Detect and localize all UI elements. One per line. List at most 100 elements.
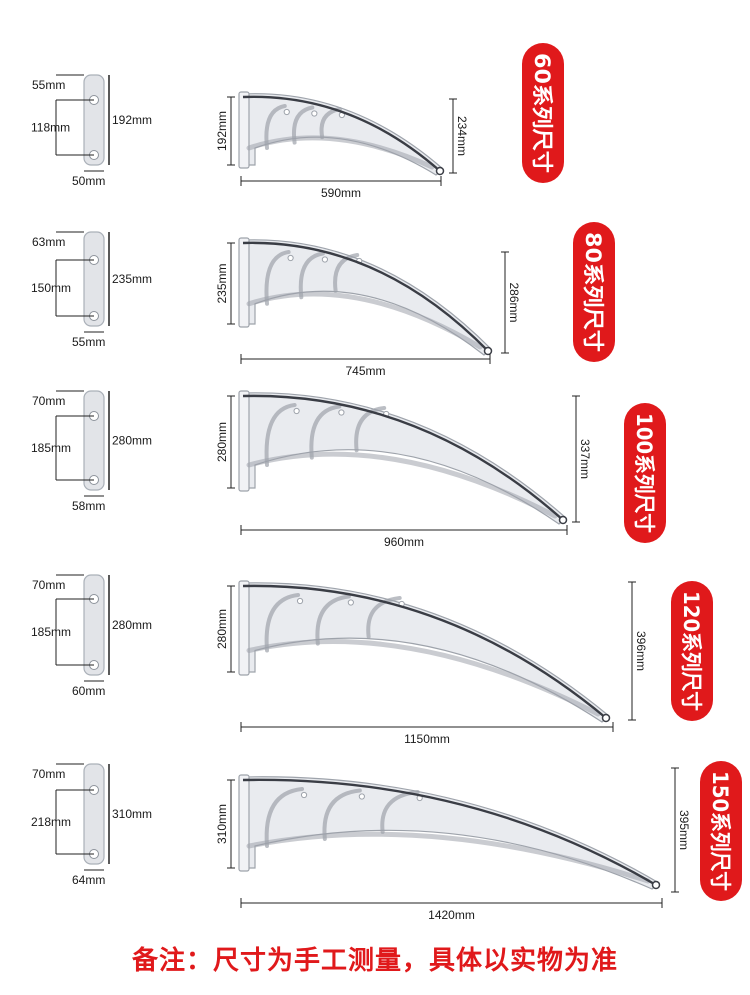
bracket-length-label: 960mm <box>384 535 424 549</box>
bracket-lower-brace <box>246 639 601 717</box>
plate-hole-spacing-label: 218mm <box>31 815 71 829</box>
bracket-rib-hole-1 <box>283 108 290 116</box>
bracket-rib-hole-1 <box>293 407 300 415</box>
bracket-body <box>242 582 610 723</box>
wall-plate: 70mm 185mm 280mm 60mm <box>31 574 152 698</box>
series-row-4: 70mm 185mm 280mm 60mm 280mm 396mm 1150mm 120系列尺… <box>31 574 713 746</box>
series-badge: 80系列尺寸 <box>573 222 615 362</box>
series-badge-pill <box>671 581 713 721</box>
series-badge-pill <box>522 43 564 183</box>
bracket-rib-1 <box>264 403 297 467</box>
bracket-lower-brace <box>246 135 435 170</box>
plate-height-label: 192mm <box>112 113 152 127</box>
bracket-rib-2 <box>298 251 325 300</box>
series-badge-pill <box>573 222 615 362</box>
bracket-tip-cap <box>483 346 493 356</box>
wall-plate-body <box>83 763 105 865</box>
bracket-rib-hole-1 <box>300 791 308 799</box>
bracket-tip-cap <box>651 880 661 890</box>
series-badge-label: 150系列尺寸 <box>708 771 732 891</box>
bracket-length-label: 1150mm <box>404 732 450 746</box>
bracket-top-rod <box>242 241 489 352</box>
series-row-5: 70mm 218mm 310mm 64mm 310mm 395mm 1420mm 150系列尺… <box>31 761 742 922</box>
bracket-tip-drop-label: 286mm <box>507 282 521 322</box>
bracket-rib-hole-1 <box>296 597 304 605</box>
bracket-flange <box>238 580 250 676</box>
bracket-wall-height-label: 280mm <box>215 422 229 462</box>
bracket-tip-drop-label: 337mm <box>578 439 592 479</box>
bracket-rib-1 <box>264 250 291 306</box>
bracket-body <box>242 93 444 176</box>
plate-hole-spacing-label: 185mm <box>31 441 71 455</box>
bracket-tip-drop-label: 234mm <box>455 116 469 156</box>
plate-width-label: 60mm <box>72 684 105 698</box>
plate-top-hole-label: 70mm <box>32 767 65 781</box>
bracket-tip-drop-label: 396mm <box>634 631 648 671</box>
bracket-rib-1 <box>264 787 305 848</box>
bracket-tip-cap <box>558 515 568 525</box>
series-badge-pill <box>700 761 742 901</box>
bracket-top-rod <box>242 394 564 521</box>
series-badge-pill <box>624 403 666 543</box>
bracket-length-label: 745mm <box>345 364 385 378</box>
bracket-body <box>242 392 567 525</box>
measurement-note: 备注：尺寸为手工测量，具体以实物为准 <box>131 946 618 976</box>
plate-width-label: 64mm <box>72 873 105 887</box>
series-badge: 150系列尺寸 <box>700 761 742 901</box>
bracket <box>238 774 661 890</box>
plate-width-label: 55mm <box>72 335 105 349</box>
bracket-length-label: 1420mm <box>428 908 475 922</box>
wall-plate: 55mm 118mm 192mm 50mm <box>31 74 152 188</box>
bracket-flange <box>238 774 250 872</box>
bracket <box>238 91 445 176</box>
bracket-flange <box>238 91 250 169</box>
bracket-rib-hole-2 <box>338 409 345 416</box>
plate-width-label: 50mm <box>72 174 105 188</box>
series-badge-label: 60系列尺寸 <box>530 53 554 173</box>
bracket-rib-2 <box>291 105 315 145</box>
series-badge: 60系列尺寸 <box>522 43 564 183</box>
bracket-flange <box>238 237 250 328</box>
plate-height-label: 235mm <box>112 272 152 286</box>
plate-hole-spacing-label: 150mm <box>31 281 71 295</box>
plate-hole-spacing-label: 185mm <box>31 625 71 639</box>
series-badge-label: 120系列尺寸 <box>679 591 703 711</box>
series-badge-label: 100系列尺寸 <box>632 413 656 533</box>
bracket-length-label: 590mm <box>321 186 361 200</box>
bracket-rib-3 <box>354 406 387 453</box>
bracket-wall-height-label: 235mm <box>215 263 229 303</box>
bracket-tip-cap <box>601 713 611 723</box>
wall-plate-body <box>83 231 105 327</box>
plate-top-hole-label: 70mm <box>32 578 65 592</box>
bracket <box>238 580 611 723</box>
bracket-rib-hole-1 <box>287 254 294 262</box>
bracket-rib-hole-2 <box>321 256 328 263</box>
series-badge: 100系列尺寸 <box>624 403 666 543</box>
bracket-rib-hole-2 <box>311 110 318 117</box>
plate-width-label: 58mm <box>72 499 105 513</box>
bracket <box>238 390 568 525</box>
bracket-wall-height-label: 192mm <box>215 111 229 151</box>
bracket-rib-1 <box>264 104 287 150</box>
bracket-lower-brace <box>246 291 483 350</box>
bracket-wall-height-label: 280mm <box>215 609 229 649</box>
series-row-1: 55mm 118mm 192mm 50mm 192mm 234mm 590mm 60系列尺寸 <box>31 43 564 200</box>
plate-height-label: 310mm <box>112 807 152 821</box>
bracket-wall-height-label: 310mm <box>215 804 229 844</box>
plate-hole-spacing-label: 118mm <box>31 121 70 135</box>
bracket-rib-2 <box>322 788 362 841</box>
bracket <box>238 237 493 356</box>
plate-top-hole-label: 55mm <box>32 78 65 92</box>
plate-top-hole-label: 70mm <box>32 394 65 408</box>
bracket-top-rod <box>242 95 441 172</box>
bracket-rib-2 <box>309 404 342 460</box>
bracket-tip-drop-label: 395mm <box>677 810 691 850</box>
bracket-top-rod <box>242 584 607 719</box>
series-badge-label: 80系列尺寸 <box>581 232 605 352</box>
plate-height-label: 280mm <box>112 618 152 632</box>
bracket-tip-cap <box>435 166 445 176</box>
bracket-lower-brace <box>246 831 651 884</box>
